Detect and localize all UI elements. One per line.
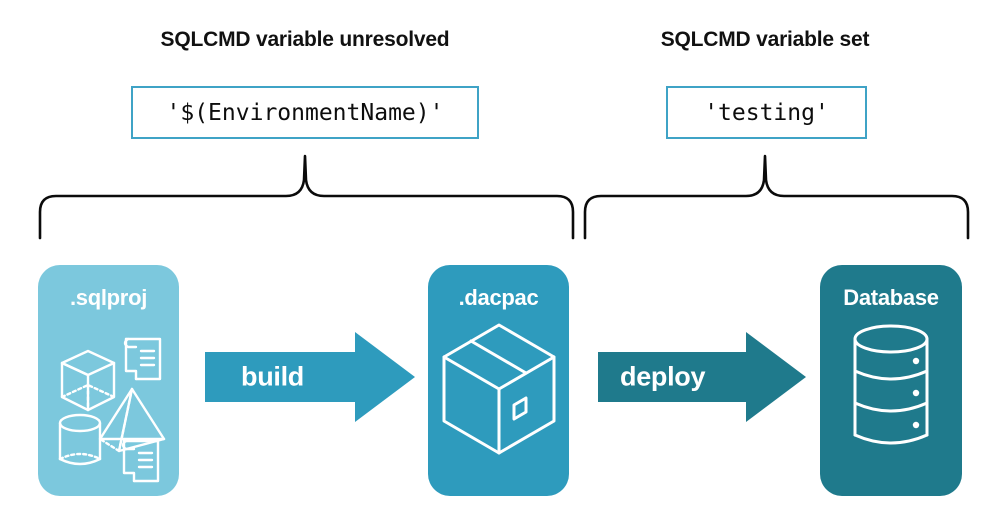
stage-card-sqlproj: .sqlproj [38,265,179,496]
arrow-deploy: deploy [598,332,806,422]
arrow-build-label: build [241,361,304,392]
curly-brace-left [38,154,575,240]
stage-card-database: Database [820,265,962,496]
scroll-icon-top [123,337,161,381]
section-title-unresolved: SQLCMD variable unresolved [160,28,450,51]
package-box-icon [428,317,569,496]
stage-label-dacpac: .dacpac [458,285,539,310]
stage-label-database: Database [843,285,939,310]
arrow-build-shape [205,332,415,422]
stage-label-sqlproj: .sqlproj [69,285,148,310]
arrow-deploy-label: deploy [620,361,706,392]
cube-icon [60,349,115,412]
project-assets-icon [38,317,179,496]
cylinder-icon [58,413,101,466]
pyramid-icon [98,387,165,453]
stage-card-dacpac: .dacpac [428,265,569,496]
database-cylinder-icon [820,317,962,496]
code-value-box-unresolved: '$(EnvironmentName)' [131,86,479,139]
code-value-box-set: 'testing' [666,86,867,139]
arrow-deploy-shape [598,332,806,422]
section-title-set: SQLCMD variable set [660,28,870,51]
curly-brace-right [583,154,970,240]
scroll-icon-bottom [121,439,159,483]
arrow-build: build [205,332,415,422]
